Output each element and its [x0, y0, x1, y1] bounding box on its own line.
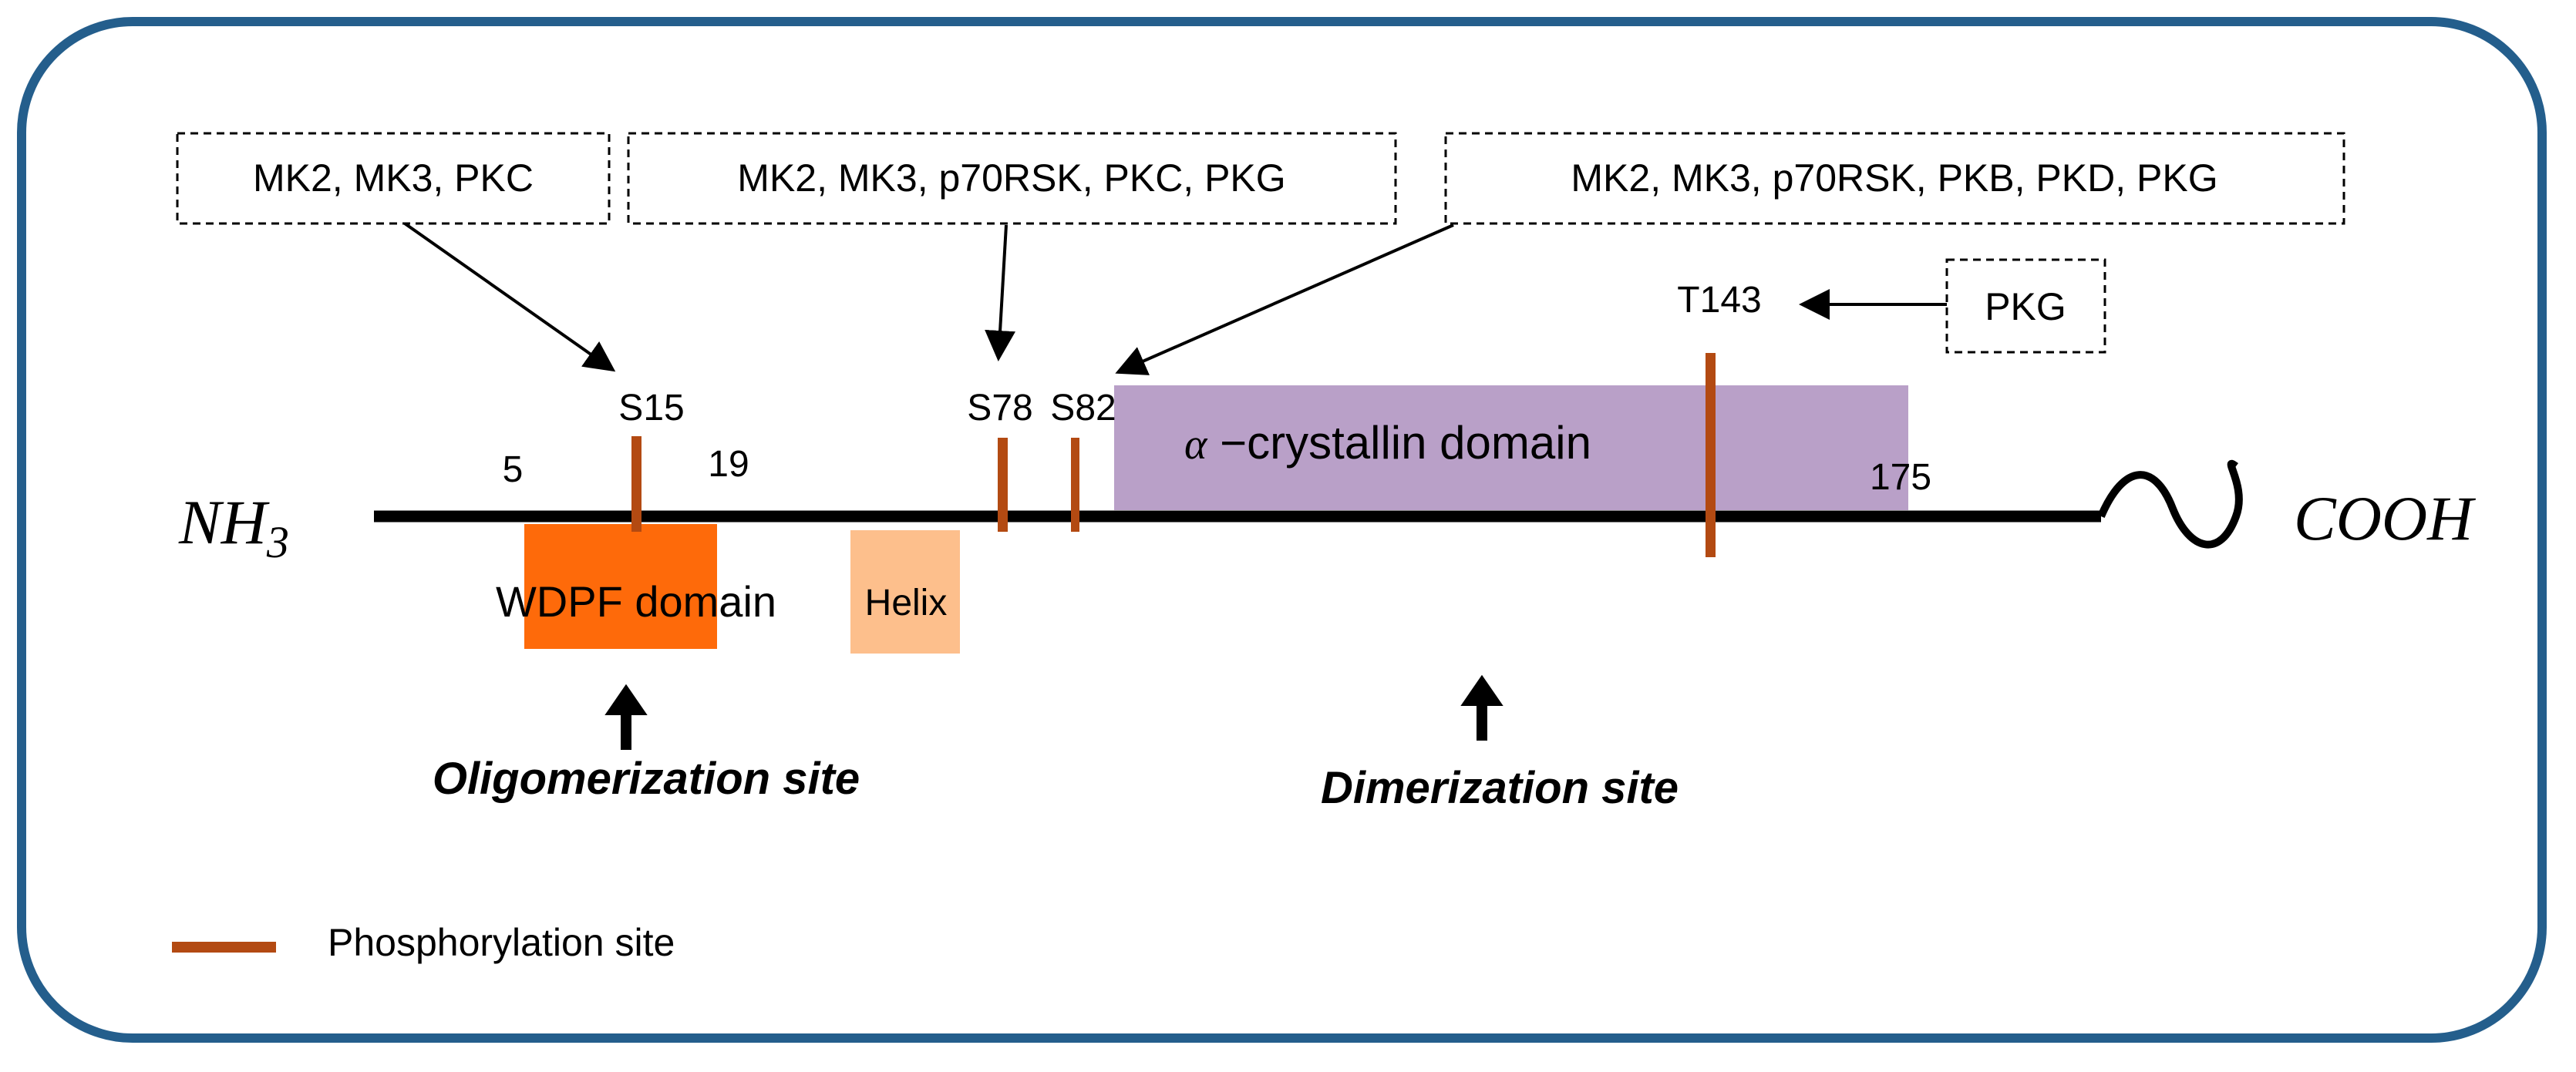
site-label-t143: T143 [1677, 280, 1761, 321]
site-label-s82: S82 [1050, 388, 1116, 428]
kinase-box-t143: PKG [1945, 258, 2106, 354]
site-label-s15: S15 [618, 388, 684, 428]
dimerization-up-arrow-icon [1460, 674, 1504, 741]
arrow-to-s78 [985, 224, 1016, 361]
wdpf-domain-label: WDPF domain [496, 577, 776, 626]
site-label-s78: S78 [967, 388, 1032, 428]
kinase-box-s82: MK2, MK3, p70RSK, PKB, PKD, PKG [1444, 132, 2345, 225]
kinase-box-s82-text: MK2, MK3, p70RSK, PKB, PKD, PKG [1571, 156, 2217, 200]
alpha-crystallin-label: α −crystallin domain [1184, 417, 1591, 469]
kinase-box-s78-text: MK2, MK3, p70RSK, PKC, PKG [737, 156, 1285, 200]
phospho-bar-s82 [1071, 438, 1079, 532]
oligomerization-site-label: Oligomerization site [433, 754, 860, 804]
phospho-bar-t143 [1706, 353, 1716, 557]
disordered-tail [2097, 459, 2243, 549]
phospho-bar-s15 [631, 436, 641, 532]
wdpf-domain [524, 524, 717, 649]
dimerization-site-label: Dimerization site [1321, 763, 1679, 813]
helix-label: Helix [865, 583, 948, 623]
legend-phospho-label: Phosphorylation site [328, 921, 675, 964]
position-19: 19 [708, 444, 749, 485]
kinase-box-s78: MK2, MK3, p70RSK, PKC, PKG [627, 132, 1397, 225]
phospho-bar-s78 [998, 438, 1008, 532]
oligomerization-up-arrow-icon [604, 684, 648, 750]
c-terminus-label: COOH [2294, 483, 2476, 553]
position-175: 175 [1870, 457, 1931, 498]
n-terminus-label: NH3 [178, 487, 289, 567]
alpha-crystallin-domain [1114, 385, 1908, 510]
helix-region [850, 530, 960, 654]
arrow-to-s82 [1115, 223, 1454, 375]
arrow-to-s15 [403, 222, 616, 372]
legend-phospho-swatch [172, 942, 276, 953]
kinase-box-t143-text: PKG [1985, 285, 2066, 328]
kinase-box-s15-text: MK2, MK3, PKC [253, 156, 534, 200]
kinase-box-s15: MK2, MK3, PKC [176, 132, 611, 225]
position-5: 5 [503, 449, 524, 490]
